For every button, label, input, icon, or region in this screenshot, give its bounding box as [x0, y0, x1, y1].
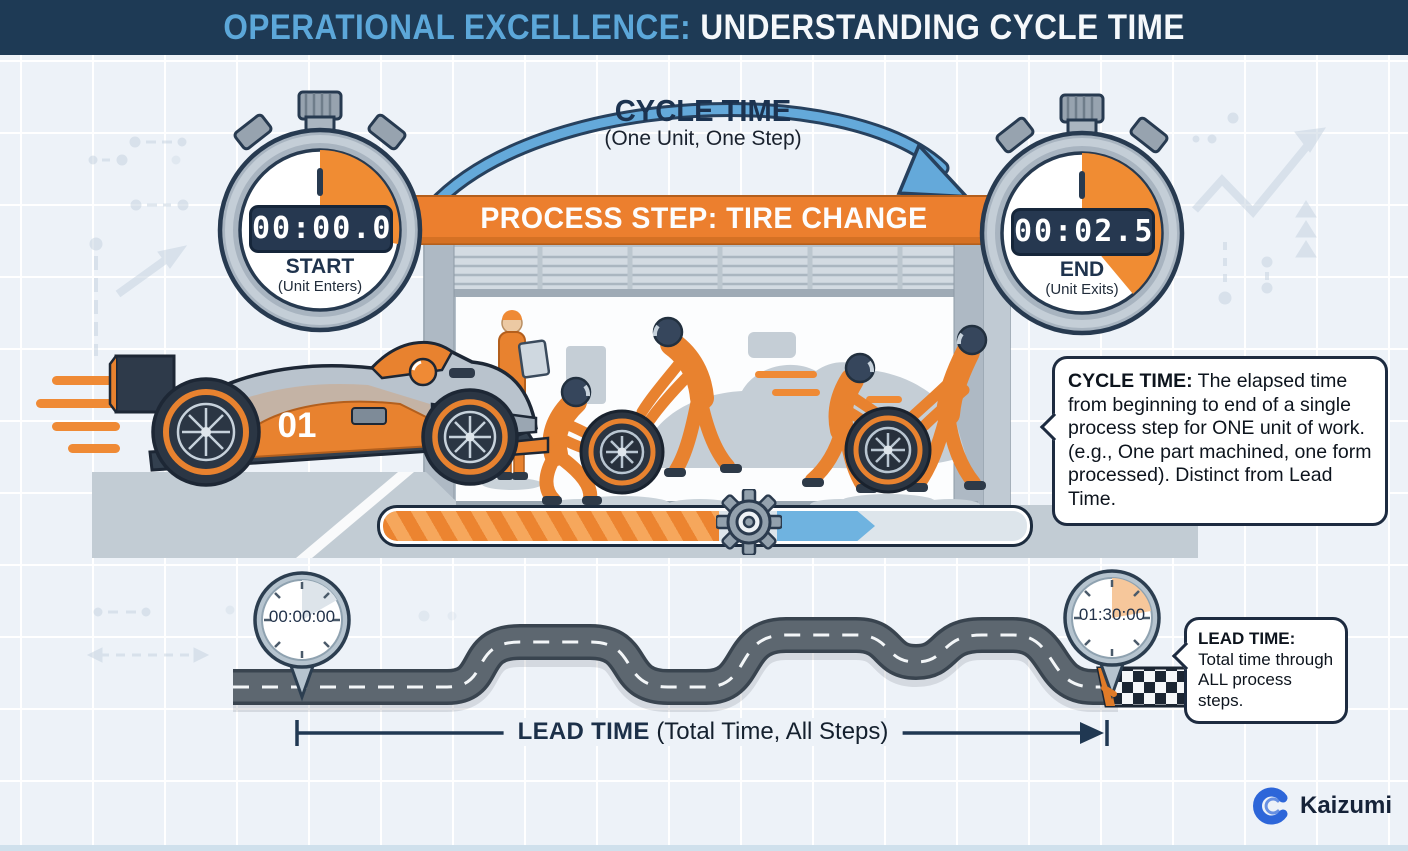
lead-callout-term: LEAD TIME:: [1198, 629, 1296, 648]
cycle-time-subtitle: (One Unit, One Step): [604, 127, 802, 150]
car-number: 01: [277, 406, 317, 445]
cycle-time-title: CYCLE TIME: [614, 93, 792, 128]
progress-fill-striped: [383, 511, 719, 541]
car-wheel: [151, 377, 261, 487]
pit-crew-member: [906, 324, 988, 492]
progress-track: [383, 511, 1027, 541]
page-title: OPERATIONAL EXCELLENCE: UNDERSTANDING CY…: [223, 8, 1184, 48]
brand-name: Kaizumi: [1300, 792, 1393, 819]
lead-callout-text: Total time through ALL process steps.: [1198, 649, 1334, 711]
progress-indicator-arrow: [777, 511, 875, 541]
car-wheel: [421, 388, 519, 486]
stopwatch-end-display: 00:02.5: [1011, 208, 1155, 256]
start-label: START: [285, 255, 355, 278]
kaizumi-logo-icon: [1253, 787, 1288, 825]
stopwatch-start-display: 00:00.0: [249, 205, 393, 253]
header-bar: OPERATIONAL EXCELLENCE: UNDERSTANDING CY…: [0, 0, 1408, 55]
pit-crew: [482, 310, 988, 513]
tire: [579, 409, 665, 495]
brand-logo: Kaizumi: [1252, 785, 1392, 827]
start-time-value: 00:00:00: [268, 607, 336, 626]
tire: [844, 406, 932, 494]
race-car-icon: [108, 340, 550, 487]
cycle-time-callout: CYCLE TIME: The elapsed time from beginn…: [1039, 356, 1388, 526]
bottom-strip: [0, 845, 1408, 851]
end-label: END: [1059, 258, 1105, 281]
lead-end-pin: [1063, 569, 1161, 700]
lead-time-callout: LEAD TIME: Total time through ALL proces…: [1171, 617, 1348, 724]
page-title-accent: OPERATIONAL EXCELLENCE:: [223, 7, 692, 47]
lead-start-pin: [253, 571, 351, 702]
background-decorations: [86, 112, 1326, 663]
pit-crew-member: [636, 316, 742, 477]
page-title-main: UNDERSTANDING CYCLE TIME: [700, 7, 1185, 47]
start-sublabel: (Unit Enters): [277, 278, 363, 295]
arc-arrow-icon: [424, 102, 971, 215]
end-time-value: 01:30:00: [1078, 605, 1146, 624]
cycle-callout-text: The elapsed time from beginning to end o…: [1068, 370, 1372, 510]
lead-time-road: [233, 617, 1202, 712]
lead-time-measure-label: LEAD TIME (Total Time, All Steps): [503, 718, 903, 746]
progress-bar: [377, 505, 1033, 547]
lead-measure-subtitle: (Total Time, All Steps): [656, 718, 889, 745]
cycle-callout-term: CYCLE TIME:: [1068, 370, 1193, 392]
end-sublabel: (Unit Exits): [1045, 281, 1119, 298]
lead-measure-term: LEAD TIME: [517, 718, 650, 745]
gear-icon: [716, 489, 782, 555]
process-banner-label: PROCESS STEP: TIRE CHANGE: [480, 202, 928, 235]
